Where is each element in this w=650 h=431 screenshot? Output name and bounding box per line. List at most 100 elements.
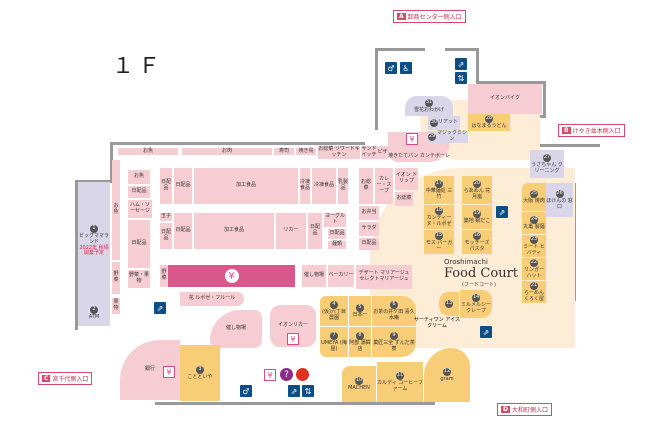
shop-name: ほけんの 窓口 (546, 197, 573, 210)
veg-2: 野菜 (160, 265, 168, 287)
shop-number: 13 (445, 299, 453, 308)
shop-name: モス バーガー (425, 239, 453, 252)
shop-name: マジックミシン (436, 130, 467, 142)
atm-icon[interactable]: ¥ (287, 333, 299, 345)
daily-2: 日配品 (128, 220, 150, 268)
frozen-food: 冷凍食品 (312, 168, 336, 204)
wall (75, 180, 78, 330)
info-icon[interactable]: ? (280, 368, 293, 381)
entrance-key: D (501, 406, 510, 413)
meat-top: お肉 (182, 148, 272, 155)
daily-4: 日配品 (174, 168, 192, 204)
shop-number: 18 (435, 206, 443, 215)
food-court-title: Oroshimachi Food Court (フードコート) (444, 258, 518, 288)
entrance-label: 大和町側入口 (511, 407, 548, 414)
shop-number: 4 (330, 300, 338, 309)
shop-number: 21 (530, 281, 538, 290)
shop-name: モッチーズ パスタ (464, 239, 490, 252)
shop-number: 28 (485, 115, 493, 124)
shop-number: 31 (425, 98, 433, 107)
event-space: 催し物場 (302, 265, 326, 287)
shop-name: カルディ コーヒーファーム (377, 379, 423, 392)
aeon-bike: イオンバイク (468, 84, 542, 114)
shop-name: (仮)六丁目農園 (322, 308, 346, 321)
bento: お弁当 (359, 206, 379, 220)
shop-number: 6 (390, 300, 398, 309)
shop-number: 26 (555, 189, 564, 198)
wall (375, 48, 425, 51)
shop-note: 2022年 秋頃 開業予定 (79, 244, 109, 257)
shop-number: 10 (355, 376, 363, 385)
egg: 玉子 (160, 213, 172, 221)
atm-icon[interactable]: ¥ (264, 369, 276, 381)
fish-side: お魚 (112, 160, 120, 260)
shop-name: はなまるうどん (471, 123, 507, 130)
wheelchair-icon: ♿ (400, 62, 412, 74)
shop-number: 20 (473, 179, 481, 188)
food-court-ja: (フードコート) (462, 282, 496, 288)
curry-soup: カレー・スープ (375, 168, 393, 204)
wall (110, 142, 365, 145)
yen-icon[interactable]: ¥ (224, 269, 239, 283)
atm-icon[interactable]: ¥ (163, 366, 175, 378)
entrance-label: 宮千代側入口 (52, 376, 89, 383)
atm-area: ¥ (168, 265, 295, 287)
daily-7: 日配品 (308, 213, 322, 249)
aeon-drip: イオン ドリップ (395, 168, 418, 190)
shop-name: リアット (437, 119, 458, 126)
elevator-icon: ⇅ (302, 385, 314, 397)
shop-name: 雪花おわかげ (413, 106, 444, 113)
dessert: デザート マリアージュ セレクトマリアージュ (356, 265, 412, 289)
wall (476, 48, 479, 83)
shop-number: 29 (428, 132, 436, 141)
shop-number: 27 (543, 153, 551, 162)
deli: お総菜 (359, 168, 373, 204)
pizza: ピザ (377, 146, 388, 159)
daily-9: 日配品 (359, 238, 379, 250)
sushi: 寿司 (274, 148, 294, 155)
entrance-key: A (397, 13, 406, 20)
shop-number: 16 (473, 231, 481, 240)
atm-icon[interactable]: ¥ (406, 133, 418, 145)
frozen-1: 冷凍食品 (300, 168, 310, 204)
shop-number: 30 (429, 118, 438, 127)
fruit: 果物 (112, 298, 120, 314)
shop-number: 23 (530, 235, 538, 244)
daily-3: 日配品 (160, 168, 172, 204)
food-court-en: Oroshimachi (444, 258, 488, 266)
shop-number: 25 (530, 189, 538, 198)
service-counter-icon (296, 368, 309, 381)
wall (543, 81, 546, 115)
daily-5: 日配品 (160, 223, 172, 249)
shop-name: 菓匠三全 ずんだ茶寮 (373, 339, 415, 352)
wall (75, 180, 113, 183)
escalator-icon: ⇗ (496, 206, 508, 218)
daily-1: 日配品 (128, 186, 150, 198)
ham-sausage: ハム・ソーセージ (128, 200, 152, 218)
shop-name: お茶の井ケ田 喜久水庵 (373, 308, 415, 321)
shop-name: 大阪 焼肉 (523, 197, 545, 204)
fish-top: お魚 (118, 148, 178, 155)
restroom-icon: ♂ (385, 62, 397, 74)
shop-name: gram (440, 375, 454, 382)
shop-number: 5 (356, 303, 364, 312)
yakitori: 焼き鳥 (296, 148, 316, 155)
